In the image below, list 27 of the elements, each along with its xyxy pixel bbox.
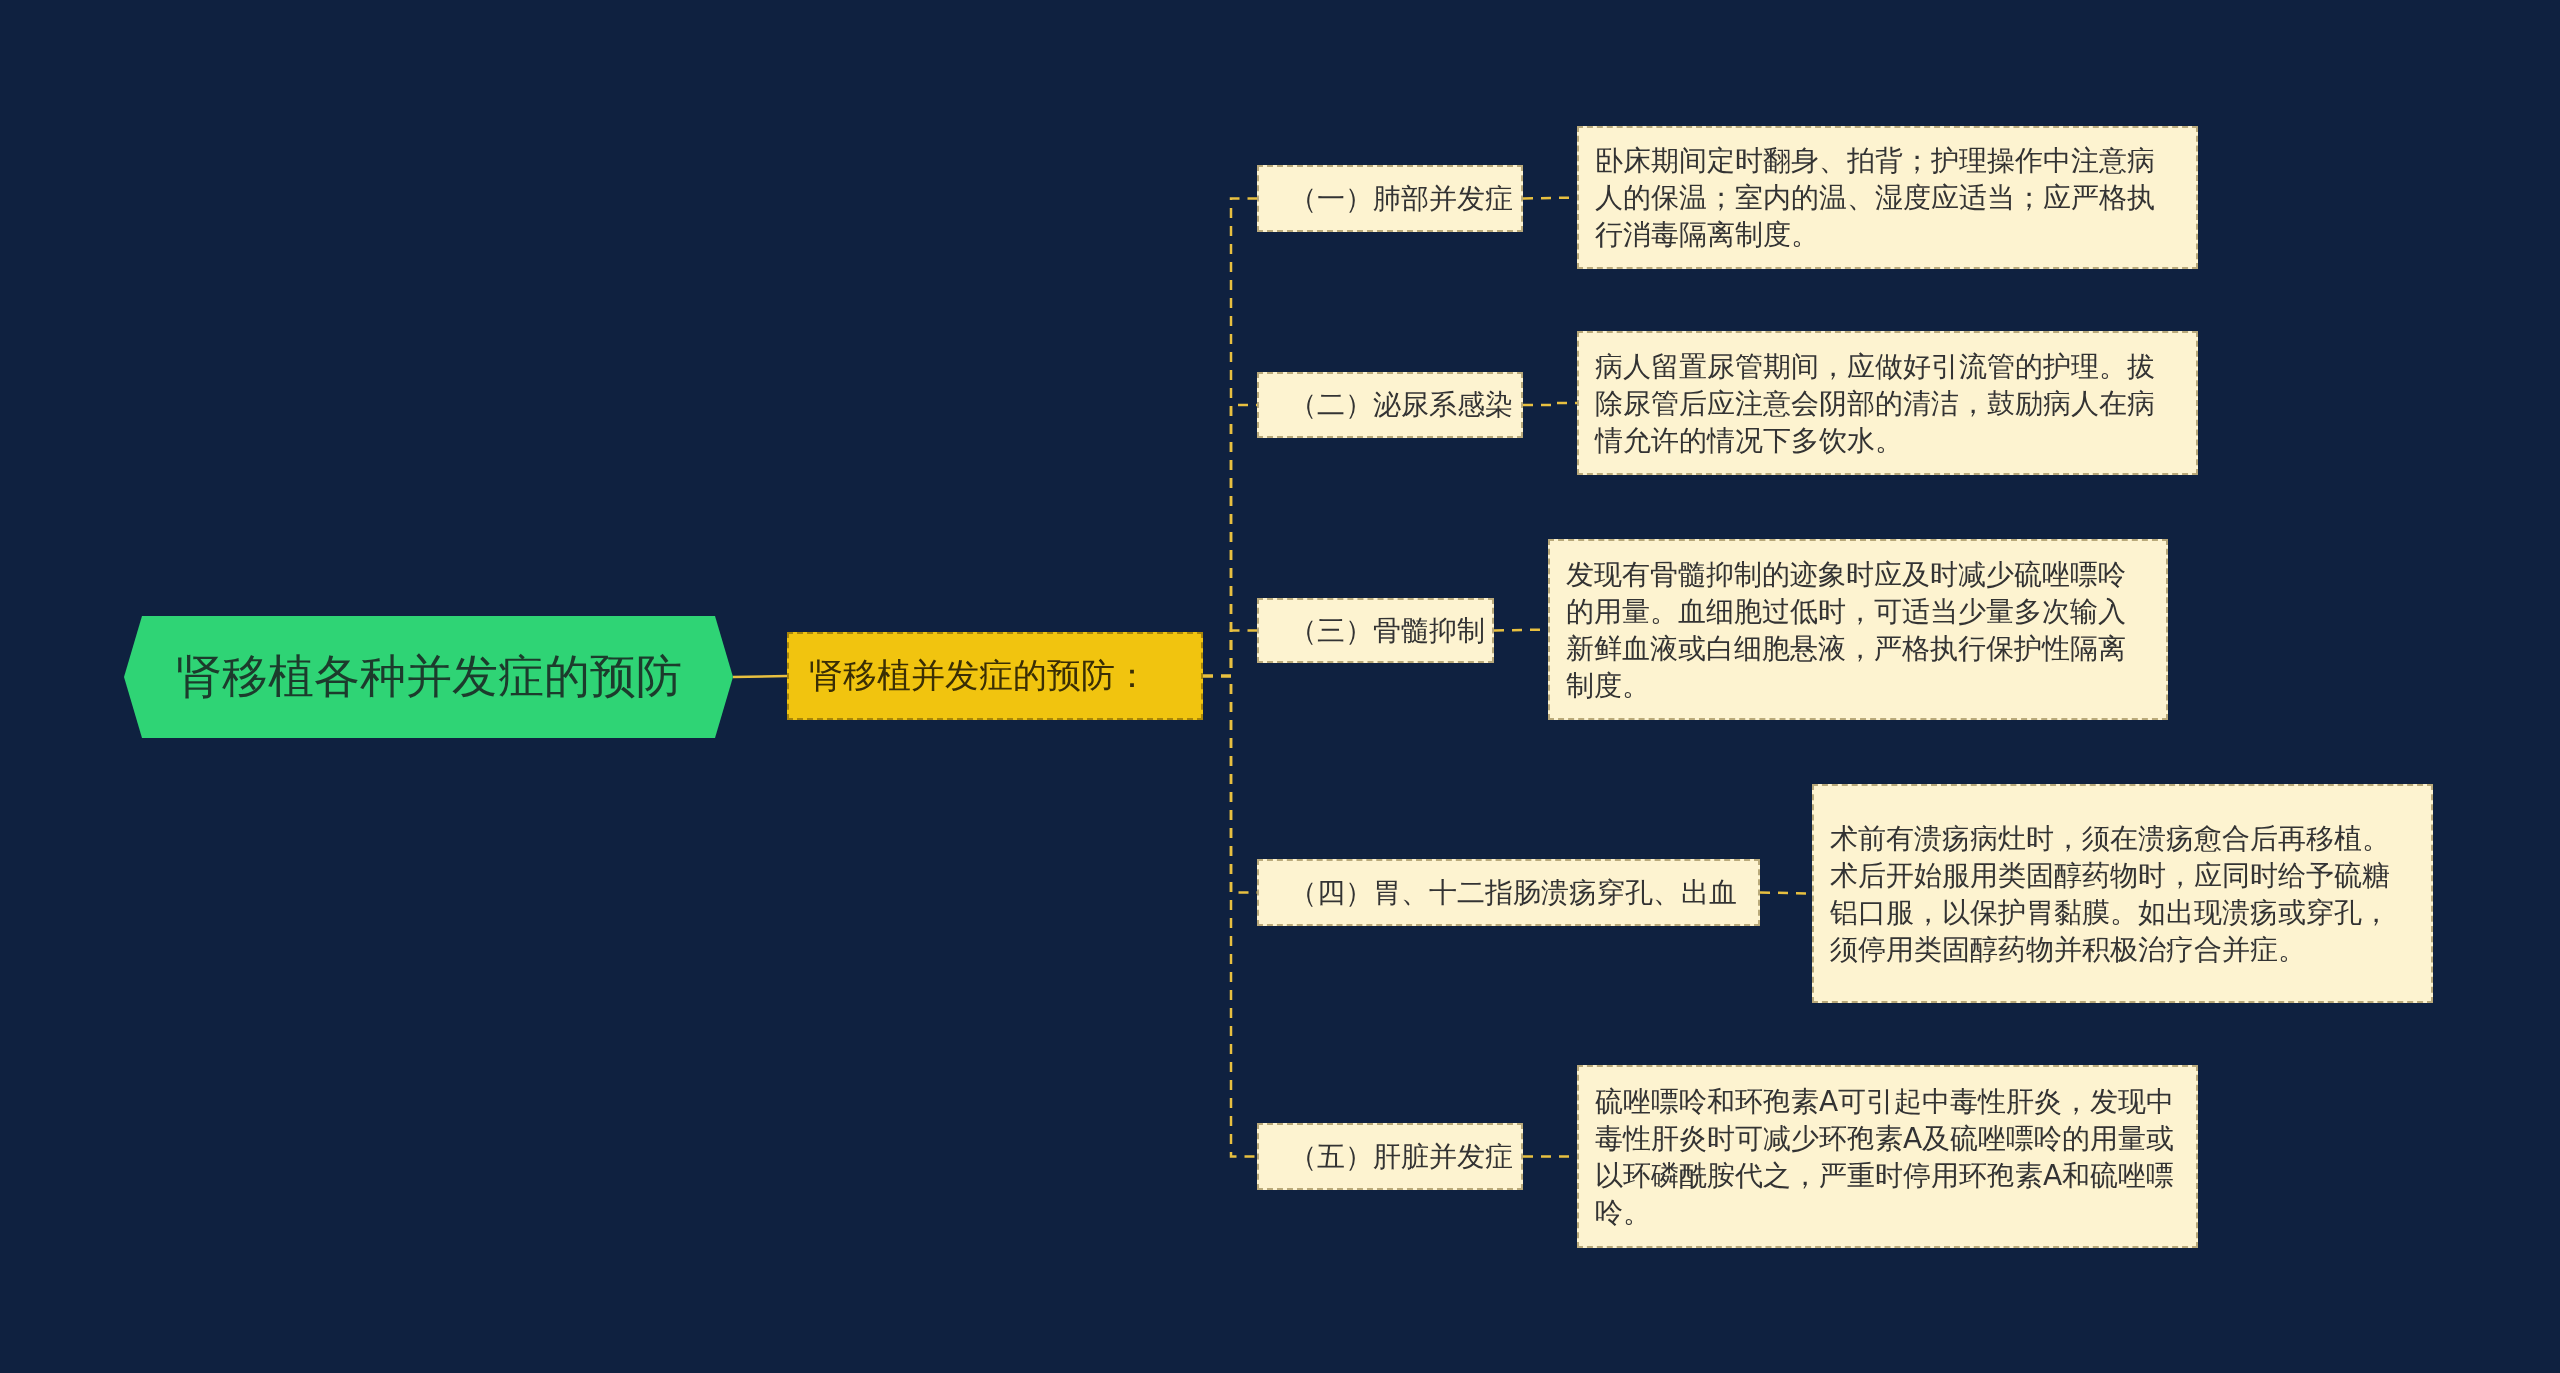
subtopic-box xyxy=(1257,859,1760,926)
detail-text: 卧床期间定时翻身、拍背；护理操作中注意病人的保温；室内的温、湿度应适当；应严格执行消毒隔离制度。 xyxy=(1595,143,2156,253)
node-label: （五）肝脏并发症 xyxy=(1289,1138,1513,1175)
detail-box xyxy=(1812,784,2433,1003)
subtopic-box xyxy=(1257,165,1523,232)
detail-text: 硫唑嘌呤和环孢素A可引起中毒性肝炎，发现中毒性肝炎时可减少环孢素A及硫唑嘌呤的用量或以环磷酰胺代之，严重时停用环孢素A和硫唑嘌呤。 xyxy=(1595,1083,2176,1231)
root-hexagon xyxy=(124,616,733,738)
detail-box xyxy=(1548,539,2168,720)
detail-text: 病人留置尿管期间，应做好引流管的护理。拔除尿管后应注意会阴部的清洁，鼓励病人在病情允许的情况下多饮水。 xyxy=(1595,348,2156,459)
node-label: （一）肺部并发症 xyxy=(1289,180,1513,217)
topic-box xyxy=(787,632,1203,720)
subtopic-box xyxy=(1257,1123,1523,1190)
subtopic-box xyxy=(1257,372,1523,438)
detail-box xyxy=(1577,1065,2198,1248)
detail-box xyxy=(1577,331,2198,475)
connector-line xyxy=(732,674,788,679)
node-label: （二）泌尿系感染 xyxy=(1289,387,1513,423)
node-label: 肾移植并发症的预防： xyxy=(809,654,1149,697)
subtopic-box xyxy=(1257,598,1494,663)
detail-box xyxy=(1577,126,2198,269)
detail-text: 发现有骨髓抑制的迹象时应及时减少硫唑嘌呤的用量。血细胞过低时，可适当少量多次输入新鲜血液或白细胞悬液，严格执行保护性隔离制度。 xyxy=(1566,556,2127,704)
node-label: 肾移植各种并发症的预防 xyxy=(175,648,682,705)
connector-line xyxy=(1203,674,1257,1158)
node-label: （三）骨髓抑制 xyxy=(1289,612,1485,649)
detail-text: 术前有溃疡病灶时，须在溃疡愈合后再移植。术后开始服用类固醇药物时，应同时给予硫糖铝口服，以保护胃黏膜。如出现溃疡或穿孔，须停用类固醇药物并积极治疗合并症。 xyxy=(1830,820,2391,968)
node-label: （四）胃、十二指肠溃疡穿孔、出血 xyxy=(1289,874,1737,911)
connector-line xyxy=(1523,401,1577,407)
